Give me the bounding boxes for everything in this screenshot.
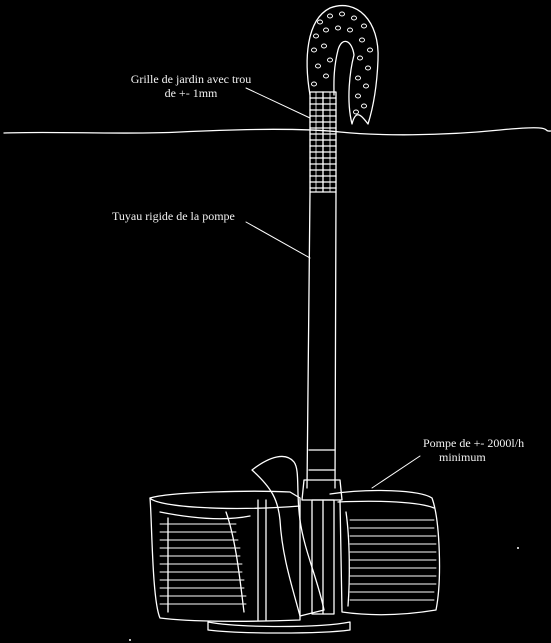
speck [517,547,519,549]
fountain-jet-drops [312,12,373,114]
grille-leader-line [246,88,310,118]
pompe-label-line2: minimum [439,450,486,464]
tuyau-label: Tuyau rigide de la pompe [112,209,235,223]
speck [129,639,131,641]
pompe-label-line1: Pompe de +- 2000l/h [423,436,525,450]
garden-grid-filter [310,92,336,192]
pump-body [150,456,439,633]
water-surface-line [4,128,551,135]
grille-label: Grille de jardin avec trou de +- 1mm [116,72,266,100]
pompe-label: Pompe de +- 2000l/h minimum [423,436,543,464]
fountain-jet-outline [307,6,378,124]
tuyau-leader-line [246,222,310,258]
grille-label-line2: de +- 1mm [164,86,218,100]
grille-label-line1: Grille de jardin avec trou [130,72,252,86]
rigid-pump-pipe [307,192,336,488]
pompe-leader-line [372,456,420,488]
